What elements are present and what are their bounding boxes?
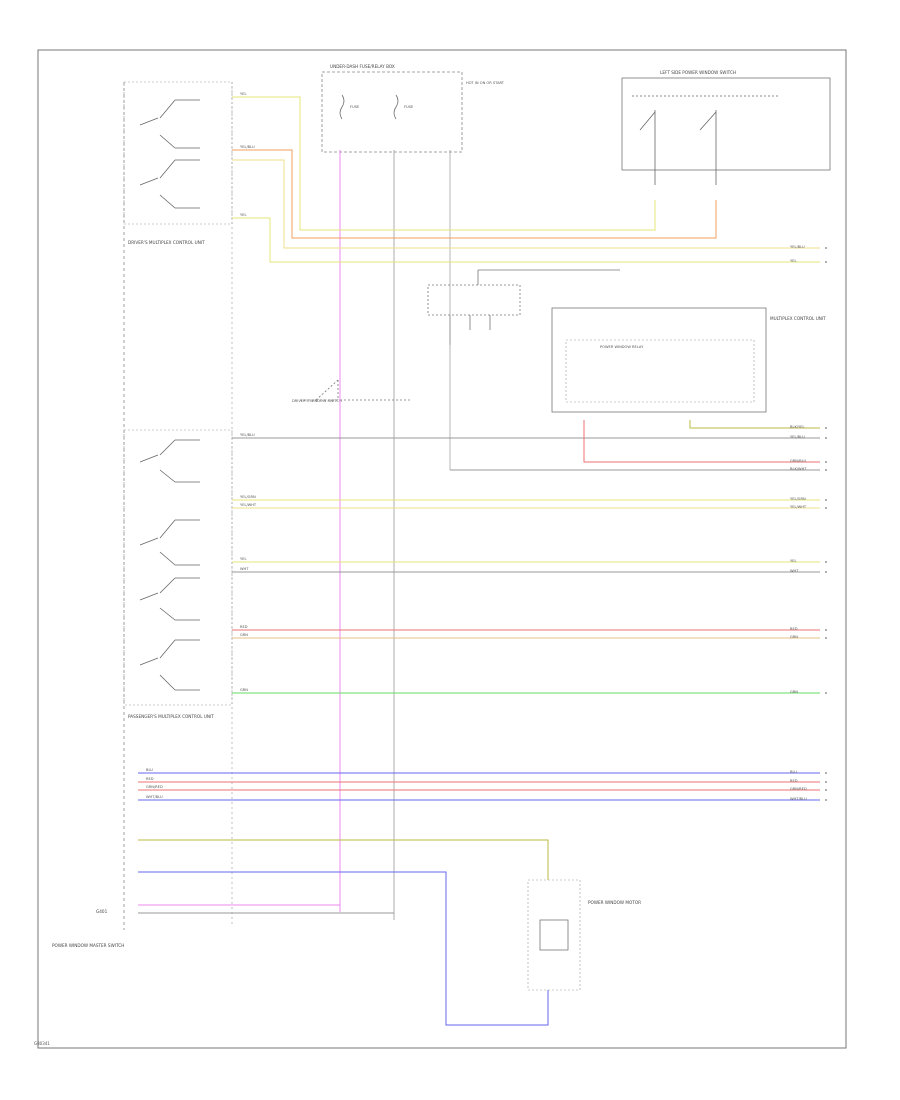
svg-text:GRN: GRN: [240, 633, 248, 637]
right-wire-labels: YEL/BLU YEL BLK/YEL YEL/BLU GRN/BLU BLK/…: [790, 245, 807, 801]
middle-switch: [300, 379, 410, 401]
svg-text:GRN/RED: GRN/RED: [790, 787, 807, 791]
diagram-id: G80341: [34, 1041, 50, 1046]
svg-text:GRN: GRN: [240, 688, 248, 692]
terminal-dots: [825, 247, 827, 801]
right-module-switches: [632, 95, 780, 185]
power-window-motor-box: [527, 879, 581, 991]
svg-text:YEL: YEL: [790, 559, 796, 563]
svg-text:BLK/WHT: BLK/WHT: [790, 467, 807, 471]
svg-text:GRN/RED: GRN/RED: [146, 785, 163, 789]
svg-text:RED: RED: [790, 627, 798, 631]
svg-text:WHT: WHT: [790, 569, 799, 573]
right-module-title: LEFT SIDE POWER WINDOW SWITCH: [660, 70, 736, 75]
fuse-box-title: UNDER-DASH FUSE/RELAY BOX: [330, 64, 395, 69]
master-switch-note: POWER WINDOW MASTER SWITCH: [52, 943, 124, 948]
motor-label: POWER WINDOW MOTOR: [588, 900, 641, 905]
control-unit-inner: [565, 339, 755, 403]
connector-label-upper: DRIVER'S MULTIPLEX CONTROL UNIT: [128, 240, 205, 245]
connector-label-lower: PASSENGER'S MULTIPLEX CONTROL UNIT: [128, 714, 214, 719]
svg-text:GRN/BLU: GRN/BLU: [790, 459, 806, 463]
control-unit-title: MULTIPLEX CONTROL UNIT: [770, 316, 826, 321]
ground-label: G401: [96, 909, 108, 914]
svg-text:YEL: YEL: [240, 92, 246, 96]
switch-note: DRIVER'S WINDOW SWITCH: [292, 399, 342, 403]
fuse-box-note: HOT IN ON OR START: [466, 81, 505, 85]
fuse-b-label: FUSE: [404, 105, 414, 109]
svg-text:RED: RED: [240, 625, 248, 629]
control-unit-inner-label: POWER WINDOW RELAY: [600, 345, 644, 349]
control-unit-box: [551, 307, 767, 413]
svg-text:YEL/WHT: YEL/WHT: [790, 505, 807, 509]
upper-wire-bundle: [232, 96, 820, 263]
motor-symbol: [539, 919, 569, 951]
relay-cluster: [427, 269, 620, 345]
left-wire-labels: YEL YEL/BLU YEL YEL/BLU YEL/GRN YEL/WHT …: [146, 92, 257, 799]
svg-text:WHT/BLU: WHT/BLU: [790, 797, 807, 801]
svg-text:YEL/BLU: YEL/BLU: [240, 145, 255, 149]
lower-switches: [139, 439, 200, 691]
right-top-module: [621, 77, 831, 171]
svg-text:YEL/GRN: YEL/GRN: [790, 497, 806, 501]
upper-switch-box: [123, 81, 233, 225]
svg-text:YEL/BLU: YEL/BLU: [790, 245, 805, 249]
svg-text:BLU: BLU: [146, 768, 153, 772]
horizontal-wires: [138, 420, 820, 1026]
svg-text:YEL: YEL: [240, 213, 246, 217]
svg-text:YEL/WHT: YEL/WHT: [240, 503, 257, 507]
svg-text:YEL/GRN: YEL/GRN: [240, 495, 256, 499]
svg-text:YEL: YEL: [240, 557, 246, 561]
svg-text:YEL/BLU: YEL/BLU: [240, 433, 255, 437]
svg-text:BLK/YEL: BLK/YEL: [790, 425, 805, 429]
svg-text:YEL/BLU: YEL/BLU: [790, 435, 805, 439]
svg-text:WHT: WHT: [240, 567, 249, 571]
fuse-relay-box: [321, 71, 463, 153]
svg-text:GRN: GRN: [790, 690, 798, 694]
svg-text:BLU: BLU: [790, 770, 797, 774]
lower-switch-box: [123, 429, 233, 706]
svg-text:RED: RED: [146, 777, 154, 781]
svg-text:GRN: GRN: [790, 635, 798, 639]
upper-switches: [139, 99, 200, 209]
svg-text:RED: RED: [790, 779, 798, 783]
diagram-frame: [37, 49, 847, 1049]
svg-text:YEL: YEL: [790, 259, 796, 263]
fuse-symbols: [339, 94, 399, 120]
fuse-a-label: FUSE: [350, 105, 360, 109]
svg-text:WHT/BLU: WHT/BLU: [146, 795, 163, 799]
